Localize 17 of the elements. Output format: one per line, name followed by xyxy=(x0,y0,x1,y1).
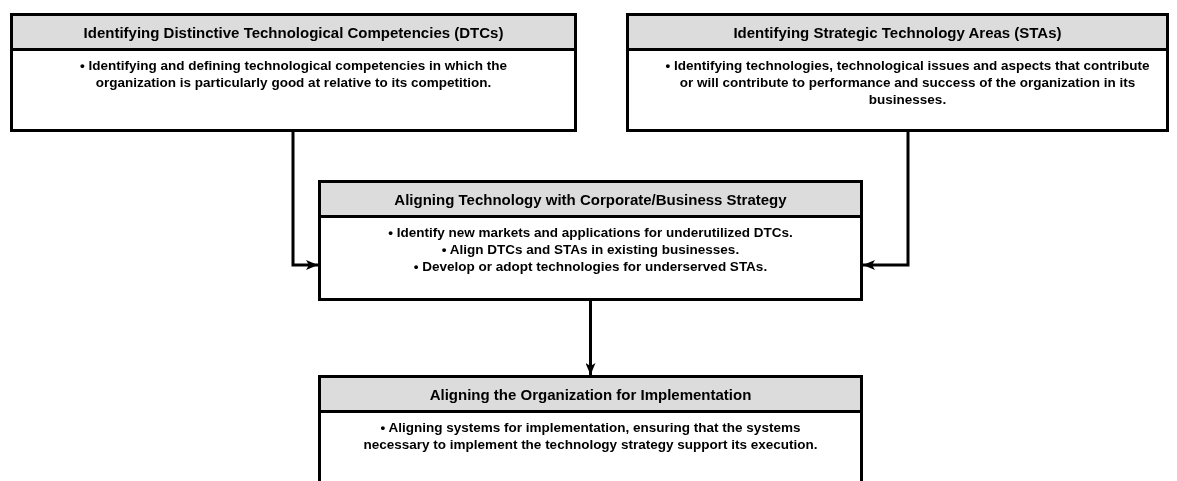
box-heading: Identifying Strategic Technology Areas (STAs) xyxy=(629,16,1166,51)
arrow xyxy=(291,132,318,270)
bullet-text: • Align DTCs and STAs in existing businesses. xyxy=(440,241,741,258)
arrow xyxy=(585,301,596,375)
arrow xyxy=(863,132,910,270)
bullet-text: • Identifying technologies, technological issues and aspects that contribute or will contribute to performance and success of the organization in its businesses. xyxy=(664,57,1151,108)
bullet-text: • Identifying and defining technological competencies in which the organization is particularly good at relative to its competition. xyxy=(79,57,508,91)
box-heading: Aligning Technology with Corporate/Business Strategy xyxy=(321,183,860,218)
process-box xyxy=(318,375,863,481)
bullet-text: • Aligning systems for implementation, ensuring that the systems necessary to implement the technology strategy support its execution. xyxy=(362,419,819,453)
bullet-text: • Identify new markets and applications for underutilized DTCs. xyxy=(387,224,794,241)
process-box xyxy=(626,13,1169,132)
process-box xyxy=(10,13,577,132)
process-box xyxy=(318,180,863,301)
box-heading: Aligning the Organization for Implementation xyxy=(321,378,860,413)
bullet-text: • Develop or adopt technologies for underserved STAs. xyxy=(412,258,769,275)
box-heading: Identifying Distinctive Technological Competencies (DTCs) xyxy=(13,16,574,51)
